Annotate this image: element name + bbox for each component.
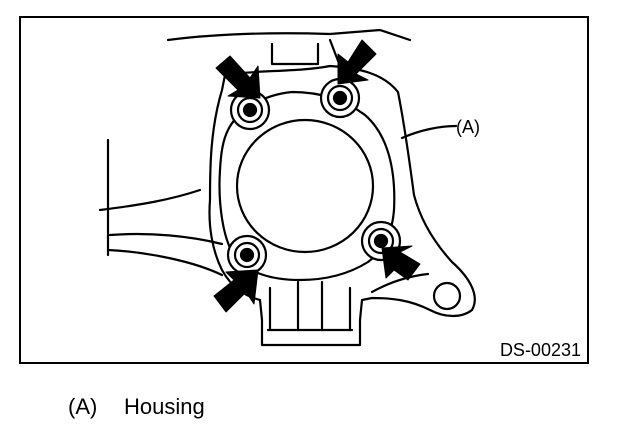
- legend: (A) Housing: [68, 394, 205, 420]
- arrow-icon: [381, 245, 421, 281]
- arrow-icon: [337, 39, 377, 85]
- legend-text: Housing: [124, 394, 205, 419]
- callout-label: (A): [456, 117, 480, 137]
- bolt-top-right: [319, 77, 361, 119]
- top-bracket: [166, 28, 412, 68]
- center-bore: [235, 118, 375, 254]
- figure-code: DS-00231: [500, 340, 581, 360]
- bolt-bottom-right: [360, 220, 402, 262]
- lug-hole: [432, 281, 462, 311]
- side-lug: [370, 272, 430, 294]
- bolt-bottom-left: [226, 234, 268, 276]
- arrow-icon: [215, 55, 261, 99]
- bolt-icon: [226, 77, 402, 276]
- lower-tab: [266, 280, 354, 332]
- housing-inner-contour: [218, 90, 396, 282]
- legend-key: (A): [68, 394, 98, 419]
- strut-arm: [98, 138, 224, 277]
- arrow-icon: [213, 269, 259, 313]
- callout-leader: [400, 124, 458, 140]
- figure-frame: [19, 16, 589, 364]
- housing-body: [208, 64, 476, 347]
- bolt-top-left: [229, 89, 271, 131]
